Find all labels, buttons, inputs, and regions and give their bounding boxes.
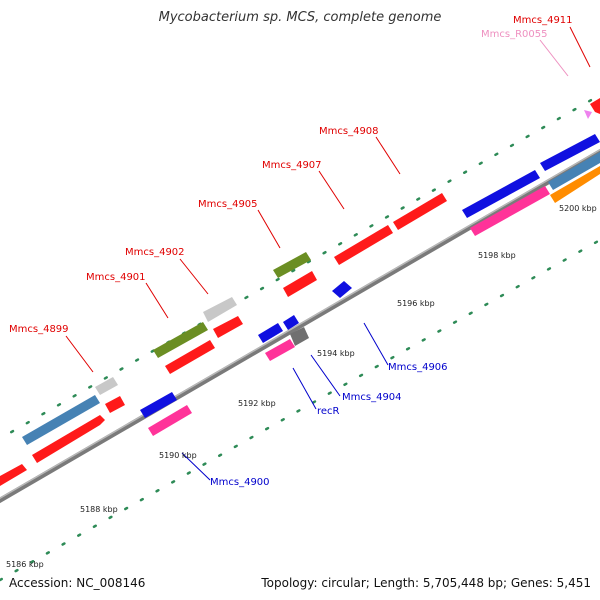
gene-label[interactable]: Mmcs_4899 <box>9 324 69 335</box>
gene-label[interactable]: Mmcs_4902 <box>125 247 185 258</box>
gene-label[interactable]: Mmcs_4905 <box>198 199 258 210</box>
gene-label[interactable]: Mmcs_4911 <box>513 15 573 26</box>
dotted-guides <box>0 93 600 582</box>
gene-feature[interactable] <box>203 297 237 322</box>
gene-label[interactable]: recR <box>317 406 340 417</box>
gene-feature[interactable] <box>283 271 317 297</box>
gene-feature[interactable] <box>273 252 311 278</box>
tick-label: 5194 kbp <box>317 349 355 358</box>
tick-label: 5190 kbp <box>159 451 197 460</box>
gene-label[interactable]: Mmcs_4900 <box>210 477 270 488</box>
gene-feature[interactable] <box>334 225 393 265</box>
gene-feature[interactable] <box>148 405 192 436</box>
gene-feature[interactable] <box>22 395 100 445</box>
leader-lines <box>65 26 591 481</box>
tick-label: 5188 kbp <box>80 505 118 514</box>
gene-label[interactable]: Mmcs_R0055 <box>481 29 547 40</box>
tick-label: 5186 kbp <box>6 560 44 569</box>
gene-feature[interactable] <box>290 327 309 346</box>
topology-text: Topology: circular; Length: 5,705,448 bp… <box>261 576 591 590</box>
accession-text: Accession: NC_008146 <box>9 576 146 590</box>
tick-labels: 5186 kbp 5188 kbp 5190 kbp 5192 kbp 5194 kbp… <box>6 204 597 569</box>
gene-label[interactable]: Mmcs_4908 <box>319 126 379 137</box>
gene-feature[interactable] <box>265 339 295 361</box>
gene-feature[interactable] <box>332 281 352 298</box>
gene-label[interactable]: Mmcs_4901 <box>86 272 146 283</box>
gene-feature[interactable] <box>584 110 592 119</box>
tick-label: 5192 kbp <box>238 399 276 408</box>
gene-feature[interactable] <box>590 98 600 114</box>
gene-label[interactable]: Mmcs_4906 <box>388 362 448 373</box>
gene-feature[interactable] <box>32 415 105 463</box>
gene-feature[interactable] <box>165 340 215 374</box>
gene-feature[interactable] <box>105 396 125 413</box>
gene-feature[interactable] <box>393 193 447 230</box>
gene-feature[interactable] <box>548 152 600 190</box>
tick-label: 5200 kbp <box>559 204 597 213</box>
gene-feature[interactable] <box>462 170 540 218</box>
gene-feature[interactable] <box>213 316 243 338</box>
tick-label: 5196 kbp <box>397 299 435 308</box>
gene-feature[interactable] <box>258 323 283 343</box>
gene-feature[interactable] <box>283 315 299 330</box>
gene-feature[interactable] <box>470 186 550 236</box>
gene-feature[interactable] <box>140 392 177 418</box>
gene-features <box>0 98 600 486</box>
tick-label: 5198 kbp <box>478 251 516 260</box>
gene-label[interactable]: Mmcs_4907 <box>262 160 322 171</box>
gene-feature[interactable] <box>550 166 600 203</box>
gene-feature[interactable] <box>153 322 208 358</box>
gene-feature[interactable] <box>0 464 27 486</box>
genome-backbone <box>0 148 600 504</box>
gene-feature[interactable] <box>95 377 118 395</box>
gene-feature[interactable] <box>540 134 600 171</box>
genome-title: Mycobacterium sp. MCS, complete genome <box>158 10 442 25</box>
gene-label[interactable]: Mmcs_4904 <box>342 392 402 403</box>
